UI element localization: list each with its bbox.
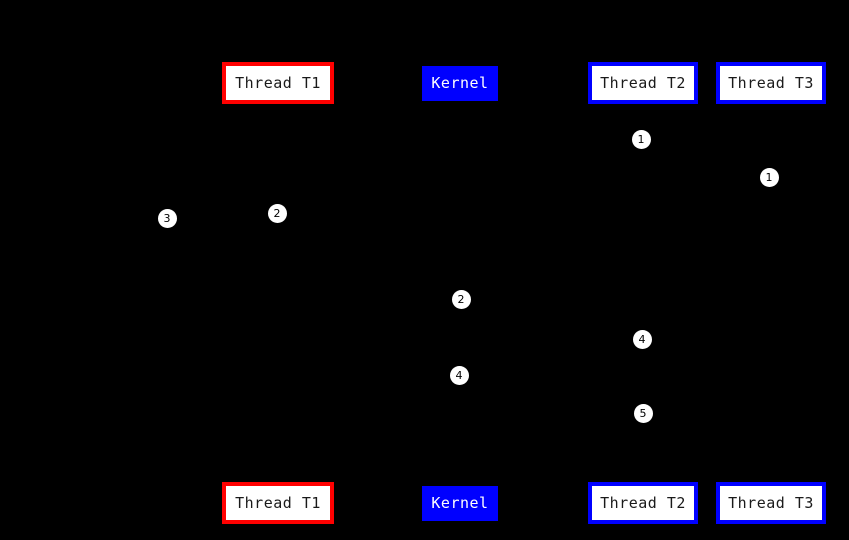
lifeline-stub [277,104,279,107]
participant-t3-top[interactable]: Thread T3 [716,62,826,104]
participant-t3-bottom[interactable]: Thread T3 [716,482,826,524]
step-t2-1[interactable]: 1 [631,129,651,149]
participant-label: Kernel [431,74,489,92]
lifeline-stub [642,104,644,107]
lifeline-t3 [771,104,772,482]
step-t3-1[interactable]: 1 [759,167,779,187]
lifeline-t1 [278,104,279,482]
participant-label: Thread T3 [728,493,814,512]
step-t2-5[interactable]: 5 [633,403,653,423]
lifeline-t2 [643,104,644,482]
participant-label: Thread T2 [600,73,686,92]
participant-label: Thread T1 [235,493,321,512]
participant-kernel-top[interactable]: Kernel [422,66,498,101]
participant-t1-top[interactable]: Thread T1 [222,62,334,104]
participant-label: Kernel [431,494,489,512]
step-label: 3 [163,211,171,225]
step-kernel-2[interactable]: 2 [451,289,471,309]
step-t2-4[interactable]: 4 [632,329,652,349]
participant-label: Thread T1 [235,73,321,92]
step-label: 4 [455,368,463,382]
lifeline-stub [770,104,772,107]
lifeline-stub [459,101,461,104]
participant-t1-bottom[interactable]: Thread T1 [222,482,334,524]
step-label: 2 [273,206,281,220]
step-t1-2[interactable]: 2 [267,203,287,223]
step-label: 1 [765,170,773,184]
participant-label: Thread T3 [728,73,814,92]
step-label: 1 [637,132,645,146]
participant-t2-top[interactable]: Thread T2 [588,62,698,104]
participant-t2-bottom[interactable]: Thread T2 [588,482,698,524]
participant-kernel-bottom[interactable]: Kernel [422,486,498,521]
lifeline-stub [277,479,279,482]
step-label: 4 [638,332,646,346]
step-label: 2 [457,292,465,306]
step-kernel-4[interactable]: 4 [449,365,469,385]
participant-label: Thread T2 [600,493,686,512]
lifeline-stub [770,479,772,482]
step-t1-3[interactable]: 3 [157,208,177,228]
lifeline-stub [642,479,644,482]
step-label: 5 [639,406,647,420]
lifeline-stub [459,483,461,486]
